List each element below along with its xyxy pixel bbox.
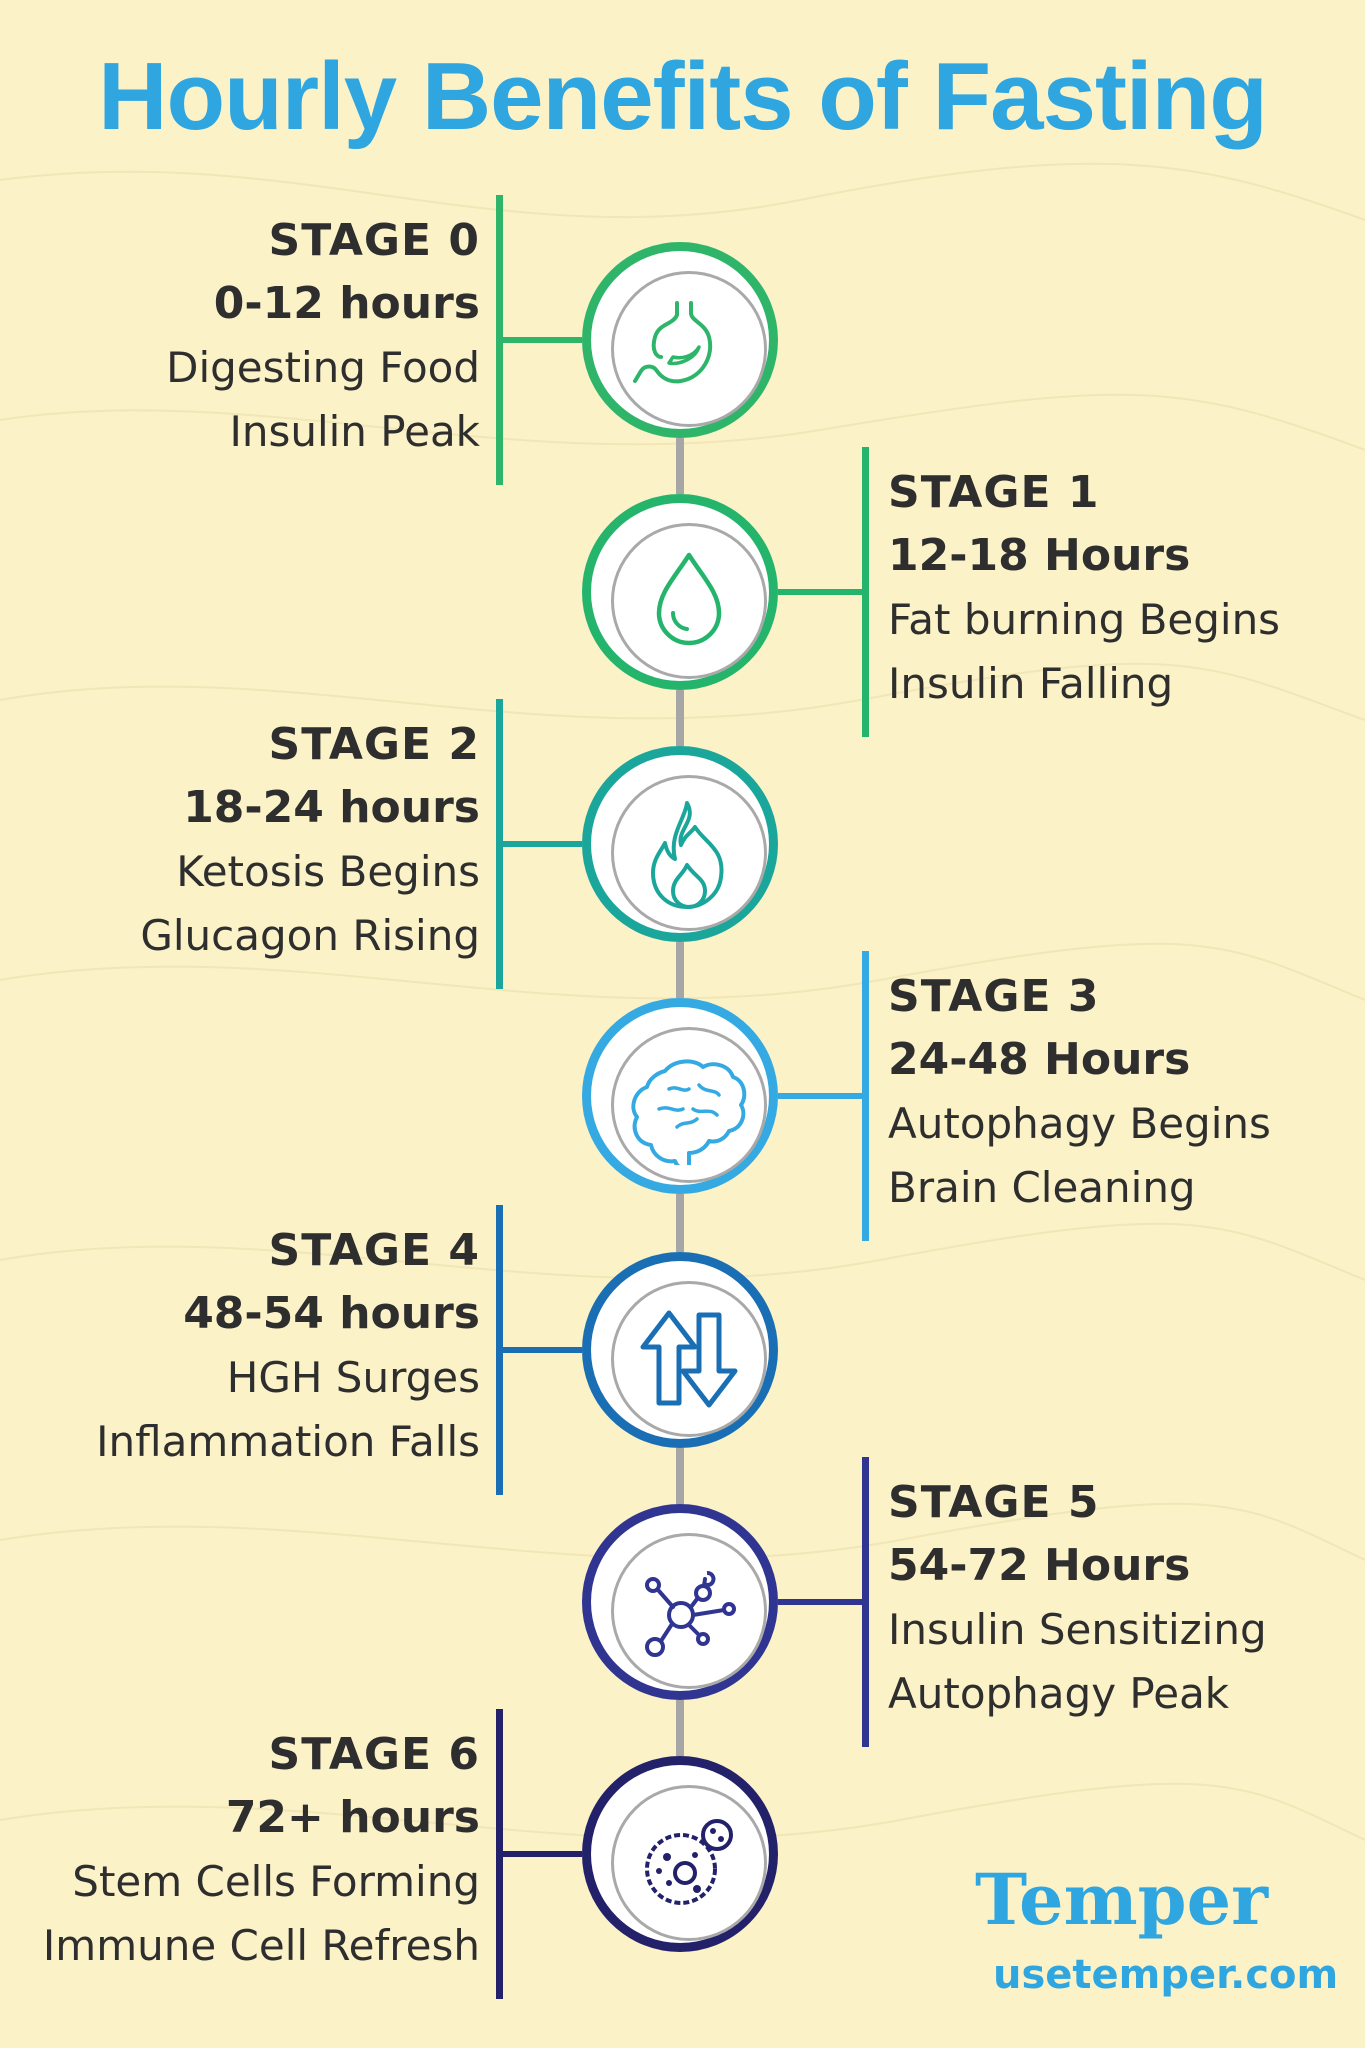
stage-node — [582, 1252, 778, 1448]
stage-label: STAGE 0 — [268, 215, 480, 266]
stage-node — [582, 998, 778, 1194]
stage-node-ring — [611, 271, 767, 427]
stage-benefit-2: Immune Cell Refresh — [42, 1921, 480, 1970]
stage-node-ring — [611, 1281, 767, 1437]
brand-logo[interactable]: Temper — [975, 1858, 1269, 1941]
stage-connector-line — [500, 1347, 582, 1353]
stage-benefit-2: Inflammation Falls — [96, 1417, 480, 1466]
stage-hours: 54-72 Hours — [888, 1540, 1191, 1591]
stage-hours: 48-54 hours — [183, 1288, 480, 1339]
stage-bracket — [496, 1709, 503, 1999]
stage-node-ring — [611, 1533, 767, 1689]
stage-connector-line — [778, 589, 866, 595]
cell-icon — [645, 1819, 733, 1905]
stage-benefit-2: Brain Cleaning — [888, 1163, 1196, 1212]
stage-hours: 0-12 hours — [213, 278, 480, 329]
stage-bracket — [496, 1205, 503, 1495]
flame-icon — [651, 801, 724, 909]
stage-hours: 18-24 hours — [183, 782, 480, 833]
stage-connector-line — [500, 841, 582, 847]
stage-bracket — [862, 951, 869, 1241]
stage-label: STAGE 3 — [888, 971, 1100, 1022]
timeline-connector — [676, 438, 684, 494]
timeline-connector — [676, 1700, 684, 1756]
stage-bracket — [862, 447, 869, 737]
timeline-connector — [676, 1194, 684, 1252]
stage-benefit-2: Insulin Peak — [229, 407, 480, 456]
stage-bracket — [862, 1457, 869, 1747]
up-down-arrows-icon — [640, 1310, 738, 1408]
water-drop-icon — [656, 552, 722, 646]
stomach-icon — [633, 301, 713, 384]
stage-hours: 12-18 Hours — [888, 530, 1191, 581]
stage-label: STAGE 4 — [268, 1225, 480, 1276]
stage-label: STAGE 1 — [888, 467, 1100, 518]
stage-bracket — [496, 195, 503, 485]
stage-label: STAGE 2 — [268, 719, 480, 770]
timeline-connector — [676, 942, 684, 998]
timeline-connector — [676, 690, 684, 746]
stage-node — [582, 746, 778, 942]
timeline-connector — [676, 1448, 684, 1504]
stage-label: STAGE 6 — [268, 1729, 480, 1780]
stage-benefit-1: Autophagy Begins — [888, 1099, 1271, 1148]
stage-benefit-2: Glucagon Rising — [140, 911, 480, 960]
stage-label: STAGE 5 — [888, 1477, 1100, 1528]
stage-bracket — [496, 699, 503, 989]
stage-benefit-1: HGH Surges — [226, 1353, 480, 1402]
website-link[interactable]: usetemper.com — [993, 1952, 1339, 1998]
stage-node — [582, 1756, 778, 1952]
stage-connector-line — [778, 1599, 866, 1605]
stage-node — [582, 242, 778, 438]
brain-icon — [631, 1059, 747, 1165]
stage-connector-line — [500, 337, 582, 343]
stage-node — [582, 1504, 778, 1700]
stage-node — [582, 494, 778, 690]
stage-benefit-1: Stem Cells Forming — [72, 1857, 480, 1906]
page-title: Hourly Benefits of Fasting — [98, 43, 1268, 150]
stage-hours: 72+ hours — [225, 1792, 480, 1843]
stage-node-ring — [611, 523, 767, 679]
stage-connector-line — [500, 1851, 582, 1857]
stage-hours: 24-48 Hours — [888, 1034, 1191, 1085]
stage-benefit-1: Fat burning Begins — [888, 595, 1281, 644]
molecule-icon — [645, 1571, 736, 1657]
stage-benefit-1: Ketosis Begins — [176, 847, 480, 896]
stage-benefit-2: Autophagy Peak — [888, 1669, 1230, 1718]
stage-benefit-1: Digesting Food — [166, 343, 480, 392]
stage-connector-line — [778, 1093, 866, 1099]
stage-benefit-1: Insulin Sensitizing — [888, 1605, 1267, 1654]
stage-benefit-2: Insulin Falling — [888, 659, 1174, 708]
